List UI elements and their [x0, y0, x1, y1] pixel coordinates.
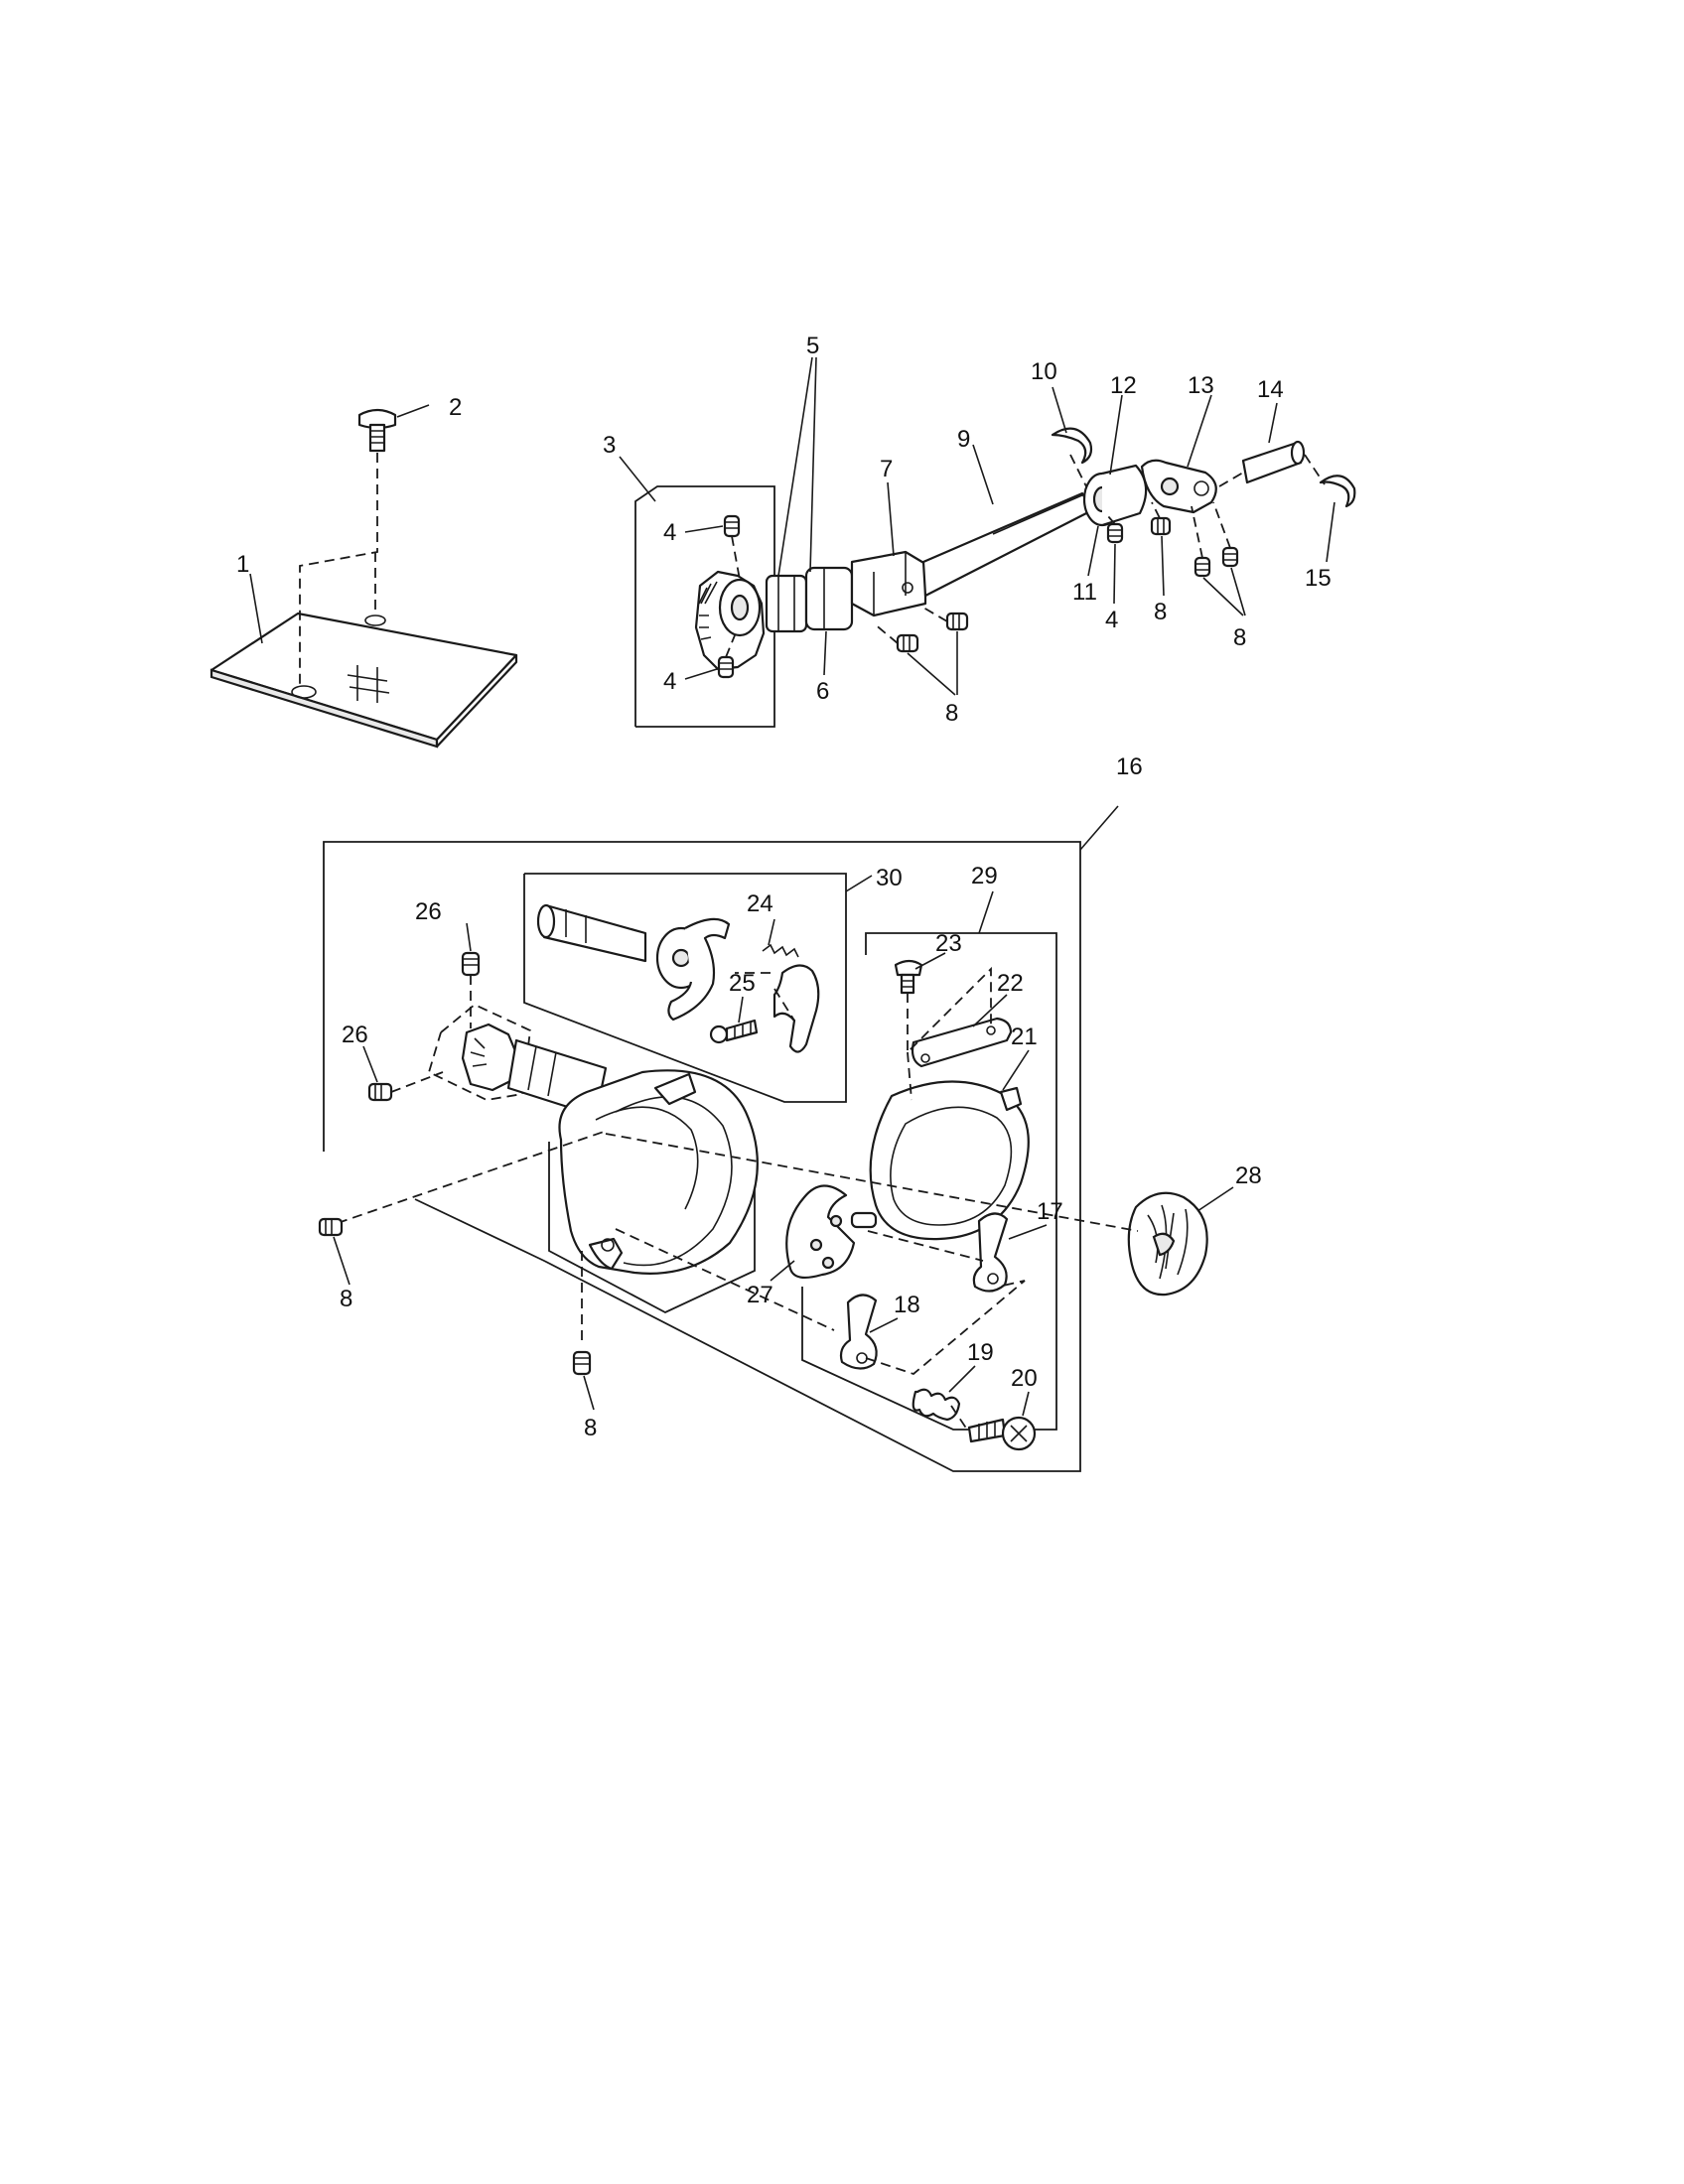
needle-plate[interactable]: [210, 612, 518, 749]
callout-29: 29: [971, 863, 998, 889]
bobbin-case-28[interactable]: [1127, 1191, 1208, 1297]
set-screw-8-d[interactable]: [1193, 556, 1211, 578]
callout-15: 15: [1305, 565, 1332, 592]
set-screw-26-left[interactable]: [367, 1082, 393, 1102]
spring-19[interactable]: [912, 1388, 961, 1422]
callout-8a: 8: [945, 700, 958, 727]
callout-4c: 4: [1105, 607, 1118, 633]
spring-24[interactable]: [762, 943, 799, 958]
hook-guide-lower: [615, 1228, 835, 1331]
ring-10-guide: [1069, 454, 1087, 487]
callout-5: 5: [806, 333, 819, 359]
hook-base-housing[interactable]: [558, 1069, 759, 1275]
callout-12: 12: [1110, 372, 1137, 399]
callout-7: 7: [880, 456, 893, 482]
set-screw-4-right[interactable]: [1106, 522, 1124, 544]
set-screw-4-bottom[interactable]: [717, 655, 735, 679]
shaft-collar-6[interactable]: [804, 566, 854, 631]
hook-guide-17: [867, 1230, 984, 1262]
callout-4a: 4: [663, 519, 676, 546]
assembly-29-frame: [801, 932, 1057, 1431]
callout-8c: 8: [1233, 624, 1246, 651]
retaining-ring-15[interactable]: [1319, 475, 1356, 508]
plate-screw-guide: [299, 453, 378, 689]
callout-8b: 8: [1154, 599, 1167, 625]
assembly-16-frame: [323, 841, 1081, 1472]
leader-lines: [249, 356, 1335, 1417]
gib-ring-guide: [907, 1051, 912, 1101]
hook-subassembly-frame: [548, 1142, 756, 1314]
assembly-3-frame: [634, 485, 775, 728]
latch-lever-17[interactable]: [972, 1212, 1009, 1293]
callout-labels: 1 2 3 4 4 4 5 6 7 8 8 8 8 8 9 10 11 12 1…: [236, 333, 1332, 1441]
lower-shaft-bevel-gear[interactable]: [694, 570, 766, 671]
callout-1: 1: [236, 551, 249, 578]
callout-9: 9: [957, 426, 970, 453]
assembly-30-frame: [523, 873, 847, 1103]
hook-gib-22[interactable]: [911, 1017, 1013, 1068]
needle-plate-screw[interactable]: [357, 408, 397, 453]
callout-16: 16: [1116, 753, 1143, 780]
screw-25[interactable]: [709, 1019, 759, 1044]
leader-16: [1079, 805, 1119, 851]
callout-13: 13: [1188, 372, 1214, 399]
set-screw-8-c[interactable]: [1150, 516, 1172, 536]
rotary-hook-27[interactable]: [785, 1184, 878, 1280]
pin-guides: [1218, 454, 1326, 487]
set-screw-8-a[interactable]: [896, 633, 919, 653]
retaining-ring-10[interactable]: [1051, 427, 1093, 465]
gear-26-guides: [390, 975, 472, 1093]
set-screw-4-top[interactable]: [723, 514, 741, 538]
callout-26b: 26: [342, 1022, 368, 1048]
callout-30: 30: [876, 865, 903, 891]
callout-28: 28: [1235, 1162, 1262, 1189]
callout-27: 27: [747, 1282, 773, 1308]
upper-screw-guides: [725, 501, 1231, 658]
callout-11: 11: [1072, 579, 1097, 606]
set-screw-8-lower-left[interactable]: [318, 1217, 344, 1237]
leader-29: [978, 890, 994, 934]
hook-race-ring-21[interactable]: [869, 1080, 1030, 1241]
shaft-crank-7[interactable]: [850, 550, 927, 617]
lever-spring-guides: [865, 1280, 1026, 1376]
pin-14[interactable]: [1241, 440, 1306, 484]
callout-19: 19: [967, 1339, 994, 1366]
callout-20: 20: [1011, 1365, 1038, 1392]
lower-shaft-9[interactable]: [921, 491, 1094, 598]
screw-23[interactable]: [894, 959, 923, 995]
callout-3: 3: [603, 432, 616, 459]
set-screw-8-b[interactable]: [945, 612, 969, 631]
callout-10: 10: [1031, 358, 1057, 385]
leader-30: [845, 875, 873, 892]
hook-30-guides: [735, 972, 795, 1022]
callout-24: 24: [747, 890, 773, 917]
hook-shaft-30[interactable]: [536, 903, 731, 1022]
set-screw-26-top[interactable]: [461, 951, 481, 977]
bushing-11-12[interactable]: [1082, 464, 1148, 527]
callout-8d: 8: [340, 1286, 352, 1312]
callout-21: 21: [1011, 1024, 1038, 1050]
spring-screw-guide: [950, 1405, 968, 1431]
callout-18: 18: [894, 1292, 920, 1318]
crank-13[interactable]: [1140, 459, 1217, 514]
callout-17: 17: [1037, 1198, 1063, 1225]
hook-guide-axis: [605, 1133, 1139, 1232]
callout-22: 22: [997, 970, 1024, 997]
callout-14: 14: [1257, 376, 1284, 403]
callout-2: 2: [449, 394, 462, 421]
callout-26a: 26: [415, 898, 442, 925]
set-screw-8-lower-bottom[interactable]: [572, 1350, 592, 1376]
set-screw-8-e[interactable]: [1221, 546, 1239, 568]
callout-25: 25: [729, 970, 756, 997]
gib-23-guide: [907, 966, 992, 1055]
shaft-collar-5[interactable]: [765, 574, 808, 633]
screw-20[interactable]: [967, 1416, 1037, 1451]
callout-4b: 4: [663, 668, 676, 695]
callout-8e: 8: [584, 1415, 597, 1441]
hook-retainer-30b[interactable]: [772, 964, 820, 1053]
callout-6: 6: [816, 678, 829, 705]
callout-23: 23: [935, 930, 962, 957]
